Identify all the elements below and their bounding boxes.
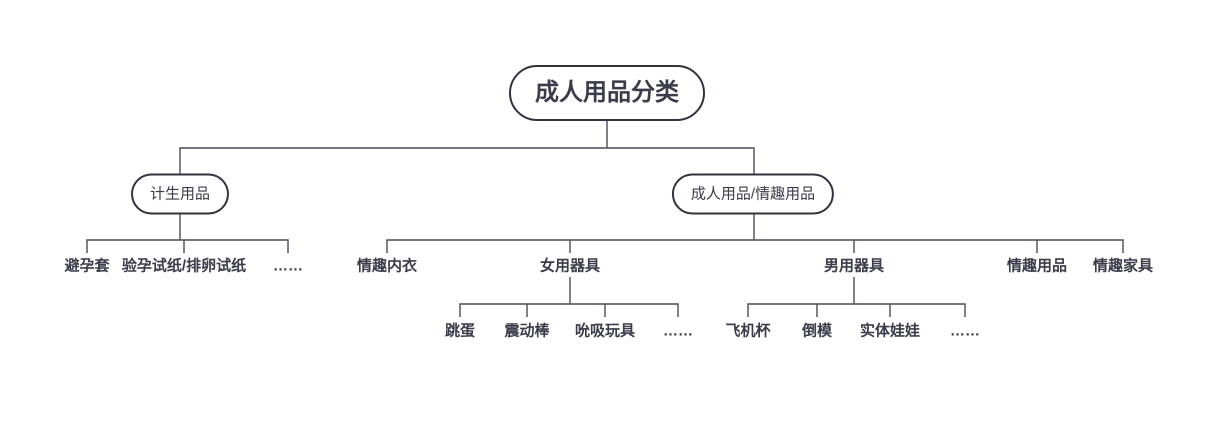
leaf-male-1[interactable]: 倒模 [801, 322, 833, 340]
leaf-right-novelty[interactable]: 情趣用品 [1006, 257, 1068, 275]
leaf-male-ellipsis[interactable]: …… [950, 322, 980, 340]
leaf-male-0[interactable]: 飞机杯 [725, 322, 771, 340]
leaf-female-ellipsis[interactable]: …… [663, 322, 693, 340]
connector-right-rail [386, 239, 1124, 253]
node-branch-adult-products[interactable]: 成人用品/情趣用品 [671, 173, 835, 215]
leaf-male-2[interactable]: 实体娃娃 [859, 322, 921, 340]
connector-left-rail [86, 239, 289, 253]
node-root[interactable]: 成人用品分类 [509, 65, 705, 121]
leaf-right-furniture[interactable]: 情趣家具 [1092, 257, 1154, 275]
leaf-female-2[interactable]: 吮吸玩具 [574, 322, 636, 340]
connector-male-rail [747, 303, 966, 317]
connector-female-rail [459, 303, 679, 317]
node-female-devices[interactable]: 女用器具 [539, 257, 601, 275]
connector-level1-rail [179, 147, 755, 175]
leaf-left-0[interactable]: 避孕套 [64, 257, 110, 275]
leaf-female-0[interactable]: 跳蛋 [444, 322, 476, 340]
node-branch-family-planning[interactable]: 计生用品 [130, 173, 230, 215]
leaf-female-1[interactable]: 震动棒 [504, 322, 550, 340]
leaf-left-ellipsis[interactable]: …… [273, 257, 303, 275]
leaf-right-lingerie[interactable]: 情趣内衣 [356, 257, 418, 275]
node-male-devices[interactable]: 男用器具 [823, 257, 885, 275]
leaf-left-1[interactable]: 验孕试纸/排卵试纸 [121, 257, 247, 275]
